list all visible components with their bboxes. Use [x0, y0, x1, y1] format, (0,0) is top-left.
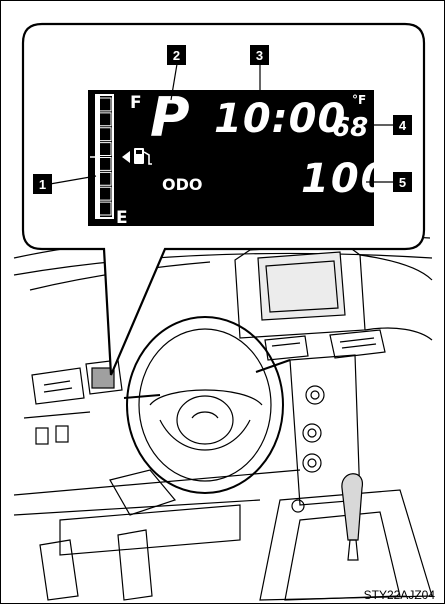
figure-code: STY22AJZ04: [363, 588, 435, 602]
svg-text:5: 5: [399, 175, 406, 190]
odometer-value: 100: [301, 156, 391, 202]
dashboard-illustration: [13, 232, 433, 601]
odo-label: ODO: [162, 175, 202, 194]
callout-tag-5: 5: [366, 172, 412, 192]
svg-text:3: 3: [256, 48, 263, 63]
temp-unit: °F: [352, 93, 366, 107]
fuel-empty-label: E: [116, 208, 128, 228]
fuel-full-label: F: [130, 93, 142, 113]
fuel-pump-icon: [122, 148, 152, 165]
svg-text:1: 1: [39, 177, 46, 192]
outside-temperature: 68: [332, 113, 368, 143]
clock-display: 10:00: [214, 96, 346, 142]
gear-indicator: P: [150, 86, 190, 149]
fuel-gauge-spine: [96, 95, 100, 218]
callout-tag-3: 3: [250, 45, 269, 98]
callout-tag-2: 2: [167, 45, 186, 101]
svg-text:2: 2: [173, 48, 180, 63]
callout-tag-4: 4: [365, 115, 412, 135]
callout-tag-1: 1: [33, 174, 97, 194]
fuel-gauge-segments: [96, 95, 112, 218]
fuel-gauge: F E: [90, 93, 142, 228]
svg-text:4: 4: [399, 118, 407, 133]
